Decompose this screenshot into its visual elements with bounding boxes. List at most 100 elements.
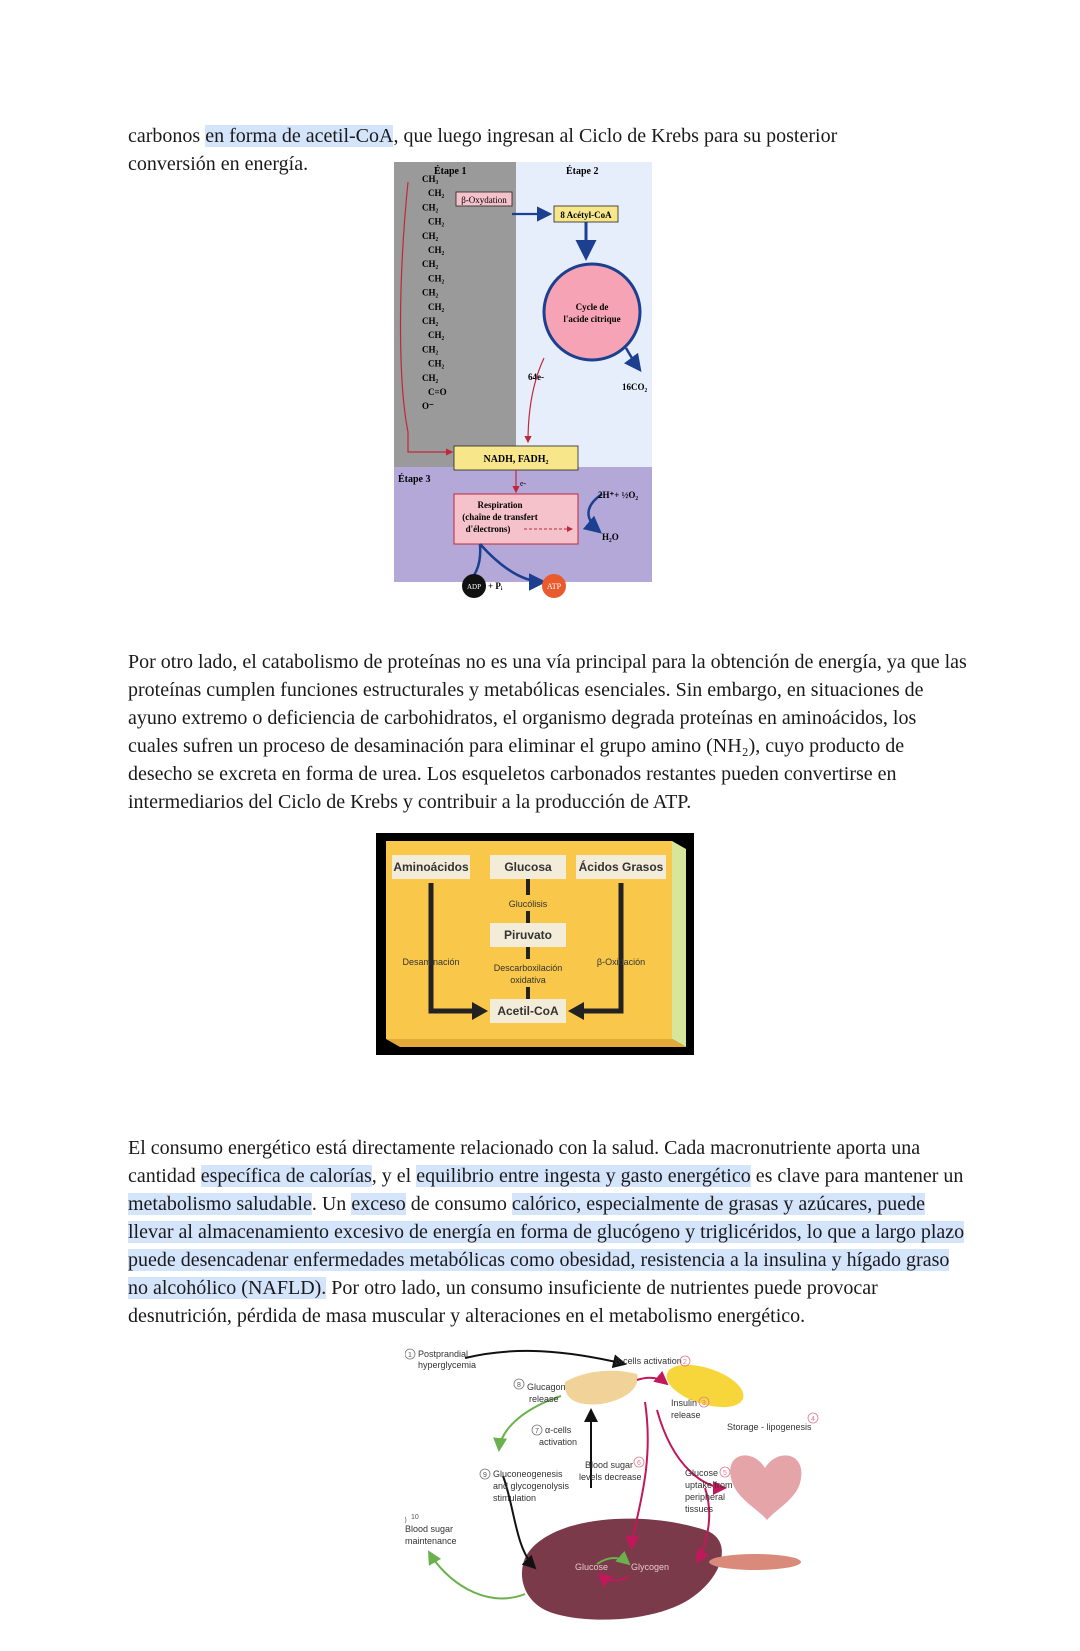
svg-text:Postprandial: Postprandial [418, 1349, 468, 1359]
citric-acid-cycle [542, 262, 642, 362]
chain-group: CH₂ [422, 373, 439, 383]
chain-group: CH₂ [422, 316, 439, 326]
svg-text:3: 3 [702, 1400, 706, 1407]
svg-text:(chaîne de transfert: (chaîne de transfert [462, 512, 537, 522]
chain-group: CH₂ [422, 259, 439, 269]
chain-group: CH₂ [428, 330, 445, 340]
etape1-label: Étape 1 [434, 165, 467, 177]
muscle-icon [709, 1554, 801, 1570]
svg-text:stimulation: stimulation [493, 1493, 536, 1503]
svg-text:9: 9 [483, 1472, 487, 1479]
svg-text:peripheral: peripheral [685, 1492, 725, 1502]
paragraph-energy-health: El consumo energético está directamente … [128, 1137, 965, 1327]
h2o-label: H₂O [602, 532, 619, 542]
chain-group: CH₂ [428, 302, 445, 312]
svg-text:and glycogenolysis: and glycogenolysis [493, 1481, 570, 1491]
chain-group: O⁻ [422, 401, 434, 411]
svg-text:Ácidos Grasos: Ácidos Grasos [579, 859, 664, 874]
etape2-label: Étape 2 [566, 165, 599, 177]
svg-text:7: 7 [535, 1428, 539, 1435]
svg-text:10: 10 [411, 1514, 419, 1521]
glucosa-box [490, 855, 566, 879]
svg-text:5: 5 [723, 1470, 727, 1477]
svg-text:β-Oxidación: β-Oxidación [597, 957, 645, 967]
svg-text:α-cells: α-cells [545, 1425, 572, 1435]
electrons-label: 64e- [528, 372, 544, 382]
chain-group: CH₂ [422, 288, 439, 298]
svg-text:uptake from: uptake from [685, 1480, 733, 1490]
svg-text:release: release [671, 1410, 701, 1420]
o2-label: 2H⁺+ ½O₂ [598, 490, 638, 500]
acidos-grasos-box [576, 855, 666, 879]
svg-text:release: release [529, 1394, 559, 1404]
pancreas-icon [564, 1370, 638, 1405]
svg-text:activation: activation [539, 1437, 577, 1447]
etape1-panel [394, 162, 516, 467]
chain-group: CH₂ [428, 188, 445, 198]
svg-text:Glucagon: Glucagon [527, 1382, 566, 1392]
svg-text:1: 1 [408, 1352, 412, 1359]
svg-text:Desaminación: Desaminación [402, 957, 459, 967]
svg-text:Insulin: Insulin [671, 1398, 697, 1408]
svg-text:ADP: ADP [467, 583, 481, 591]
svg-text:Blood sugar: Blood sugar [585, 1460, 633, 1470]
svg-text:Blood sugar: Blood sugar [405, 1524, 453, 1534]
svg-text:Gluconeogenesis: Gluconeogenesis [493, 1469, 563, 1479]
svg-text:8: 8 [517, 1382, 521, 1389]
svg-text:Glucólisis: Glucólisis [509, 899, 548, 909]
svg-text:6: 6 [637, 1460, 641, 1467]
b-oxydation-label: β-Oxydation [461, 195, 507, 205]
fatty-acid-chain: CH₃ CH₂ CH₂ CH₂ CH₂ CH₂ CH₂ CH₂ CH₂ CH₂ CH₂ CH₂ CH₂ C… [422, 174, 447, 411]
chain-group: CH₂ [422, 344, 439, 354]
highlight-acetilcoa: en forma de acetil-CoA [205, 125, 394, 147]
nadh-label: NADH, FADH₂ [483, 454, 548, 465]
svg-text:e-: e- [520, 479, 527, 488]
svg-text:tissues: tissues [685, 1504, 714, 1514]
chain-group: CH₂ [422, 231, 439, 241]
chain-group: C=O [428, 387, 447, 397]
svg-text:Storage - lipogenesis: Storage - lipogenesis [727, 1422, 812, 1432]
svg-text:d'électrons): d'électrons) [466, 524, 511, 534]
svg-text:Descarboxilación: Descarboxilación [494, 963, 563, 973]
aminoacidos-box [392, 855, 470, 879]
nadh-box [453, 445, 579, 471]
svg-text:Acetil-CoA: Acetil-CoA [497, 1004, 559, 1018]
svg-text:Aminoácidos: Aminoácidos [393, 860, 469, 874]
svg-text:hyperglycemia: hyperglycemia [418, 1360, 476, 1370]
svg-text:2: 2 [683, 1359, 687, 1366]
svg-text:Glucose: Glucose [575, 1562, 608, 1572]
figure-glucose-homeostasis: Glucose Glycogen 1 Postprandial hypergly… [405, 1348, 825, 1626]
svg-text:β-cells activation: β-cells activation [615, 1356, 682, 1366]
svg-text:Glycogen: Glycogen [631, 1562, 669, 1572]
paragraph-intro: carbonos en forma de acetil-CoA, que lue… [128, 125, 838, 175]
svg-text:+ Pᵢ: + Pᵢ [488, 581, 503, 591]
paragraph-proteins: Por otro lado, el catabolismo de proteín… [128, 651, 967, 813]
svg-text:l'acide citrique: l'acide citrique [563, 314, 620, 324]
liver-icon [521, 1518, 722, 1620]
svg-text:Respiration: Respiration [478, 500, 523, 510]
svg-text:Glucose: Glucose [685, 1468, 718, 1478]
svg-text:4: 4 [811, 1416, 815, 1423]
chain-group: CH₂ [428, 217, 445, 227]
chain-group: CH₂ [428, 273, 445, 283]
svg-text:levels decrease: levels decrease [579, 1472, 642, 1482]
svg-text:maintenance: maintenance [405, 1536, 457, 1546]
svg-text:Cycle de: Cycle de [576, 302, 609, 312]
acetylcoa-label: 8 Acétyl-CoA [560, 210, 612, 220]
chain-group: CH₃ [422, 174, 439, 184]
svg-text:Glucosa: Glucosa [504, 860, 552, 874]
figure-acetilcoa-pathways: Aminoácidos Glucosa Ácidos Grasos Glucól… [376, 833, 694, 1055]
adp-circle [462, 574, 486, 598]
chain-group: CH₂ [428, 359, 445, 369]
heart-icon [730, 1455, 802, 1520]
co2-label: 16CO₂ [622, 382, 648, 392]
svg-text:ATP: ATP [547, 582, 562, 591]
acetilcoa-box [490, 999, 566, 1023]
b-oxydation-box [455, 191, 513, 207]
svg-text:oxidativa: oxidativa [510, 975, 546, 985]
piruvato-box [490, 923, 566, 947]
chain-group: CH₂ [428, 245, 445, 255]
svg-text:Piruvato: Piruvato [504, 928, 552, 942]
respiration-box [453, 493, 579, 545]
